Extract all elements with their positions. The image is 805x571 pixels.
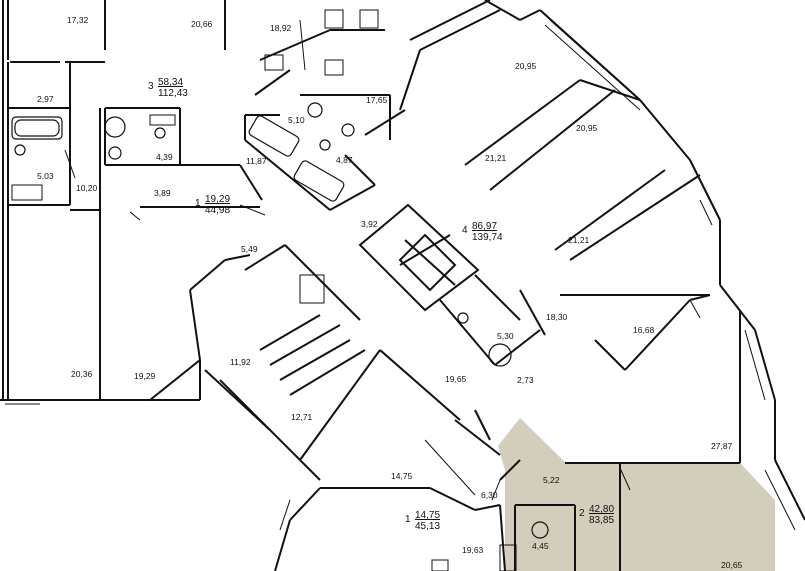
room-area: 19,65 [445, 374, 467, 384]
room-area: 4,45 [532, 541, 549, 551]
bathtub-icons [11, 102, 549, 539]
room-area: 5,49 [241, 244, 258, 254]
room-area: 21,21 [568, 235, 590, 245]
window-frames [5, 19, 796, 531]
room-area: 5,10 [288, 115, 305, 125]
room-area: 20,66 [191, 19, 213, 29]
room-area: 10,20 [76, 183, 98, 193]
room-area: 19,29 [134, 371, 156, 381]
room-area: 5,30 [497, 331, 514, 341]
total-area: 44,98 [205, 204, 231, 216]
room-area: 19,63 [462, 545, 484, 555]
apartment-number: 4 [462, 225, 468, 236]
thin-lines [64, 19, 701, 501]
room-area: 12,71 [291, 412, 313, 422]
room-area: 11,87 [246, 156, 267, 166]
room-area: 3,89 [154, 188, 171, 198]
kitchen-grid-icons [11, 9, 517, 571]
apartment-number: 1 [405, 514, 411, 525]
room-area: 3,92 [361, 219, 378, 229]
room-area: 20,65 [721, 560, 743, 570]
apartment-number: 2 [579, 508, 585, 519]
room-area: 4,39 [156, 152, 173, 162]
room-area: 11,92 [230, 357, 251, 367]
living-area: 42,80 [589, 504, 615, 515]
total-area: 139,74 [472, 231, 503, 243]
room-area: 5,03 [37, 171, 54, 181]
apartment-number: 1 [195, 198, 201, 209]
room-area: 21,21 [485, 153, 507, 163]
room-area: 17,65 [366, 95, 388, 105]
room-area: 16,68 [633, 325, 655, 335]
apartment-2-highlight [498, 418, 775, 571]
room-area: 5,22 [543, 475, 560, 485]
apartment-number: 3 [148, 81, 154, 92]
living-area: 86,97 [472, 221, 498, 232]
total-area: 112,43 [158, 87, 188, 99]
living-area: 58,34 [158, 77, 184, 88]
room-area: 4,87 [336, 155, 353, 165]
room-area: 20,36 [71, 369, 93, 379]
total-area: 83,85 [589, 514, 615, 526]
living-area: 14,75 [415, 510, 441, 521]
room-area: 14,75 [391, 471, 413, 481]
room-area: 18,92 [270, 23, 292, 33]
room-area: 20,95 [515, 61, 537, 71]
room-area: 17,32 [67, 15, 89, 25]
total-area: 45,13 [415, 520, 441, 532]
room-area: 20,95 [576, 123, 598, 133]
room-area: 6,30 [481, 490, 498, 500]
room-area: 2,97 [37, 94, 54, 104]
room-area: 2,73 [517, 375, 534, 385]
living-area: 19,29 [205, 194, 231, 205]
room-area: 27,87 [711, 441, 733, 451]
room-area: 18,30 [546, 312, 568, 322]
